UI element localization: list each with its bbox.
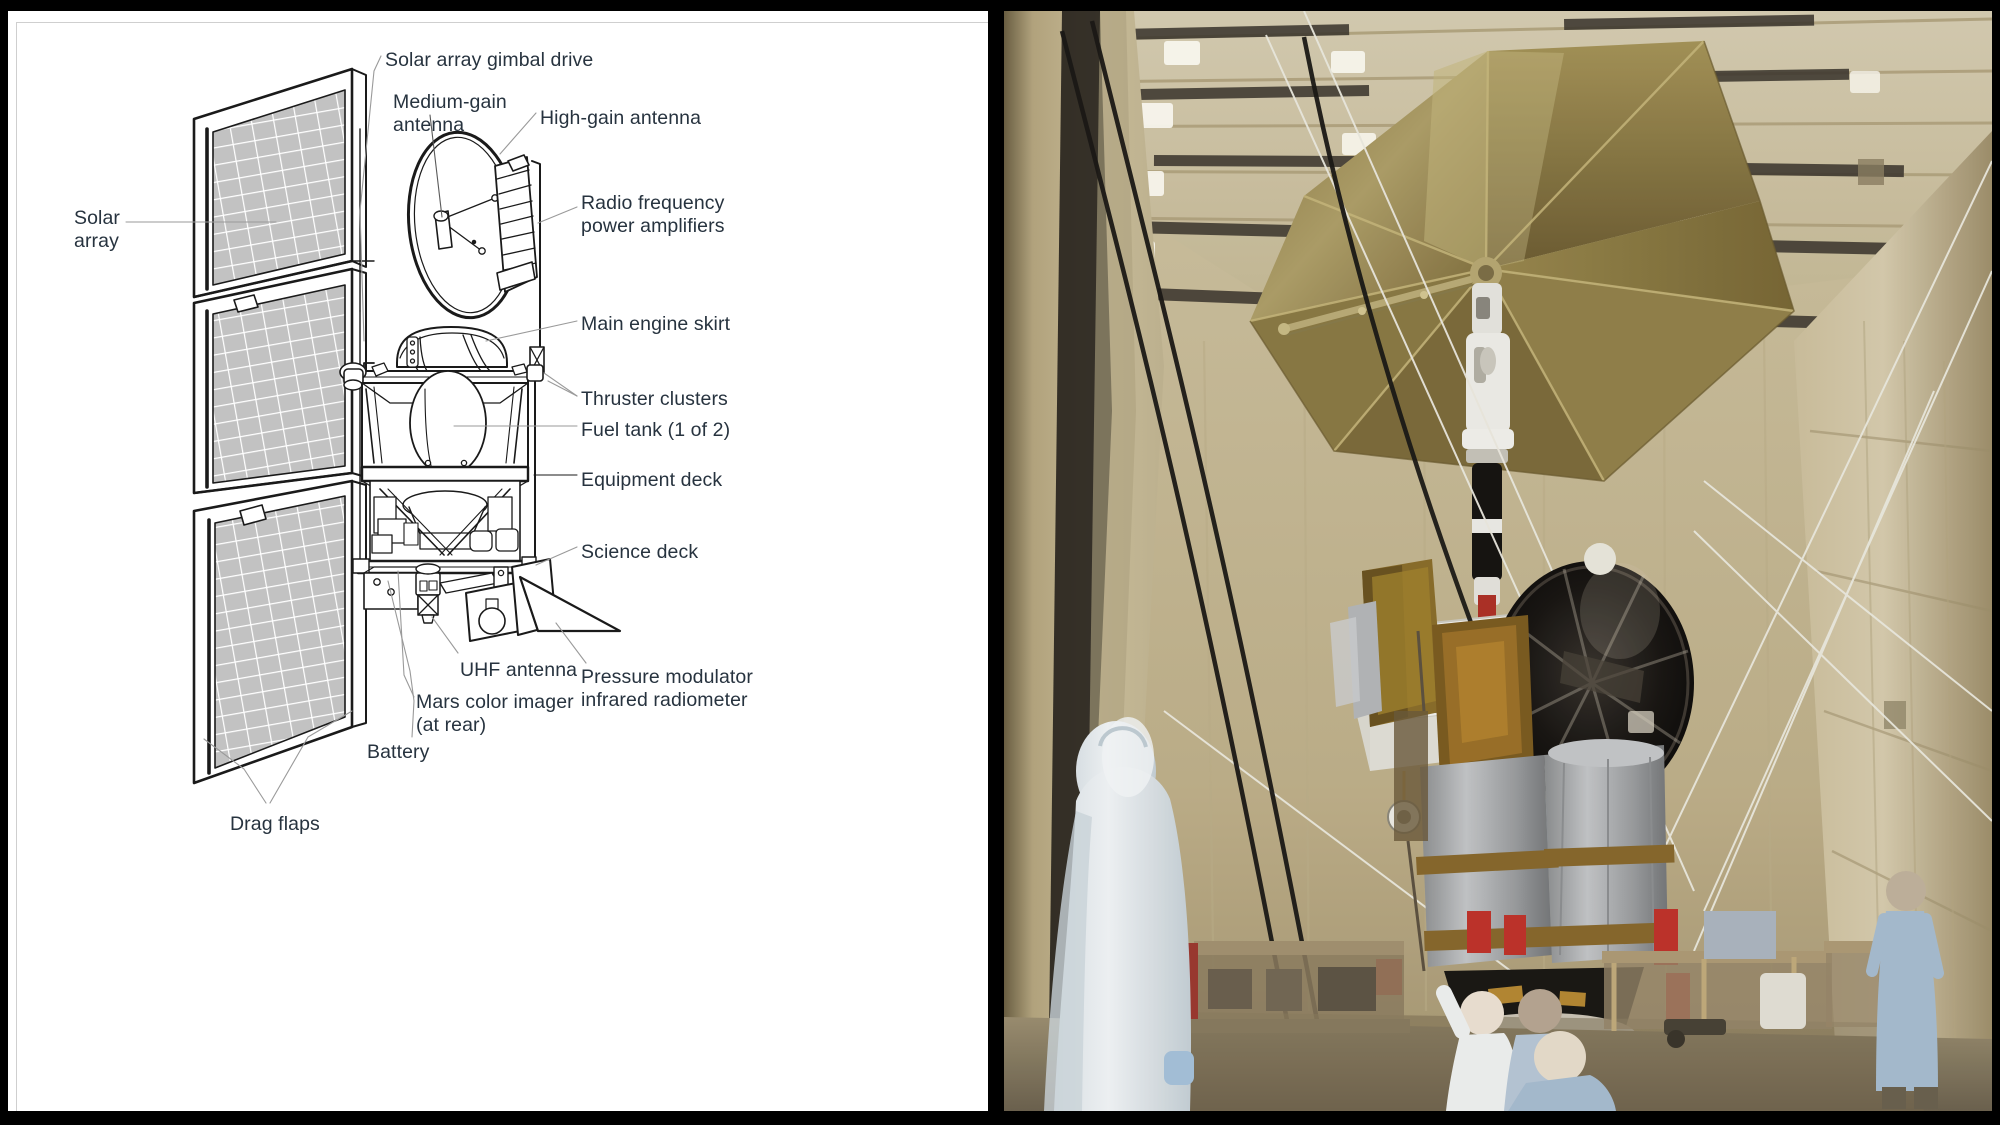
callout-high-gain-antenna: High-gain antenna	[540, 107, 702, 129]
callout-equipment-deck: Equipment deck	[581, 469, 723, 491]
callout-radio-frequency-power-amplifiers: Radio frequency power amplifiers	[581, 192, 725, 237]
callout-drag-flaps: Drag flaps	[230, 813, 320, 835]
below-deck-instruments	[363, 558, 622, 642]
callout-battery: Battery	[367, 741, 430, 763]
frame-divider	[988, 0, 1004, 1125]
lower-bay	[369, 480, 521, 564]
technician-foreground	[1044, 717, 1194, 1111]
callout-thruster-clusters: Thruster clusters	[581, 388, 728, 410]
solar-array-wing	[192, 67, 367, 785]
spacecraft-diagram-panel: Solar array gimbal drive Medium-gain ant…	[8, 11, 988, 1111]
callout-medium-gain-antenna: Medium-gain antenna	[393, 91, 507, 136]
frame-left	[0, 0, 8, 1125]
thruster-clusters	[339, 362, 544, 391]
rf-power-amplifier-panel	[494, 154, 538, 293]
callout-uhf-antenna: UHF antenna	[460, 659, 578, 681]
main-engine-skirt	[396, 326, 508, 375]
spacecraft-bus-body	[361, 370, 529, 476]
technician-crouching-blue	[1508, 1031, 1616, 1111]
callout-pressure-modulator-infrared-radiometer: Pressure modulator infrared radiometer	[581, 666, 753, 711]
callout-fuel-tank: Fuel tank (1 of 2)	[581, 419, 731, 441]
glove	[1164, 1051, 1194, 1085]
frame-right	[1992, 0, 2000, 1125]
technician-center-white	[1436, 985, 1522, 1111]
cleanroom-photograph	[1004, 11, 1992, 1111]
cleanroom-photo-panel	[1004, 11, 1992, 1111]
callout-main-engine-skirt: Main engine skirt	[581, 313, 731, 335]
callout-mars-color-imager: Mars color imager (at rear)	[416, 691, 574, 736]
work-benches	[1170, 911, 1920, 1048]
high-gain-antenna-reflector	[1249, 40, 1795, 482]
high-gain-antenna-dish	[406, 130, 522, 320]
callout-solar-array-gimbal-drive: Solar array gimbal drive	[385, 49, 594, 71]
leader-lines	[125, 55, 587, 804]
technician-right-blue	[1866, 871, 1944, 1109]
spacecraft-line-drawing	[125, 55, 622, 804]
callout-solar-array: Solar array	[74, 207, 121, 252]
power-cables	[1059, 20, 1477, 1111]
callout-science-deck: Science deck	[581, 541, 699, 563]
